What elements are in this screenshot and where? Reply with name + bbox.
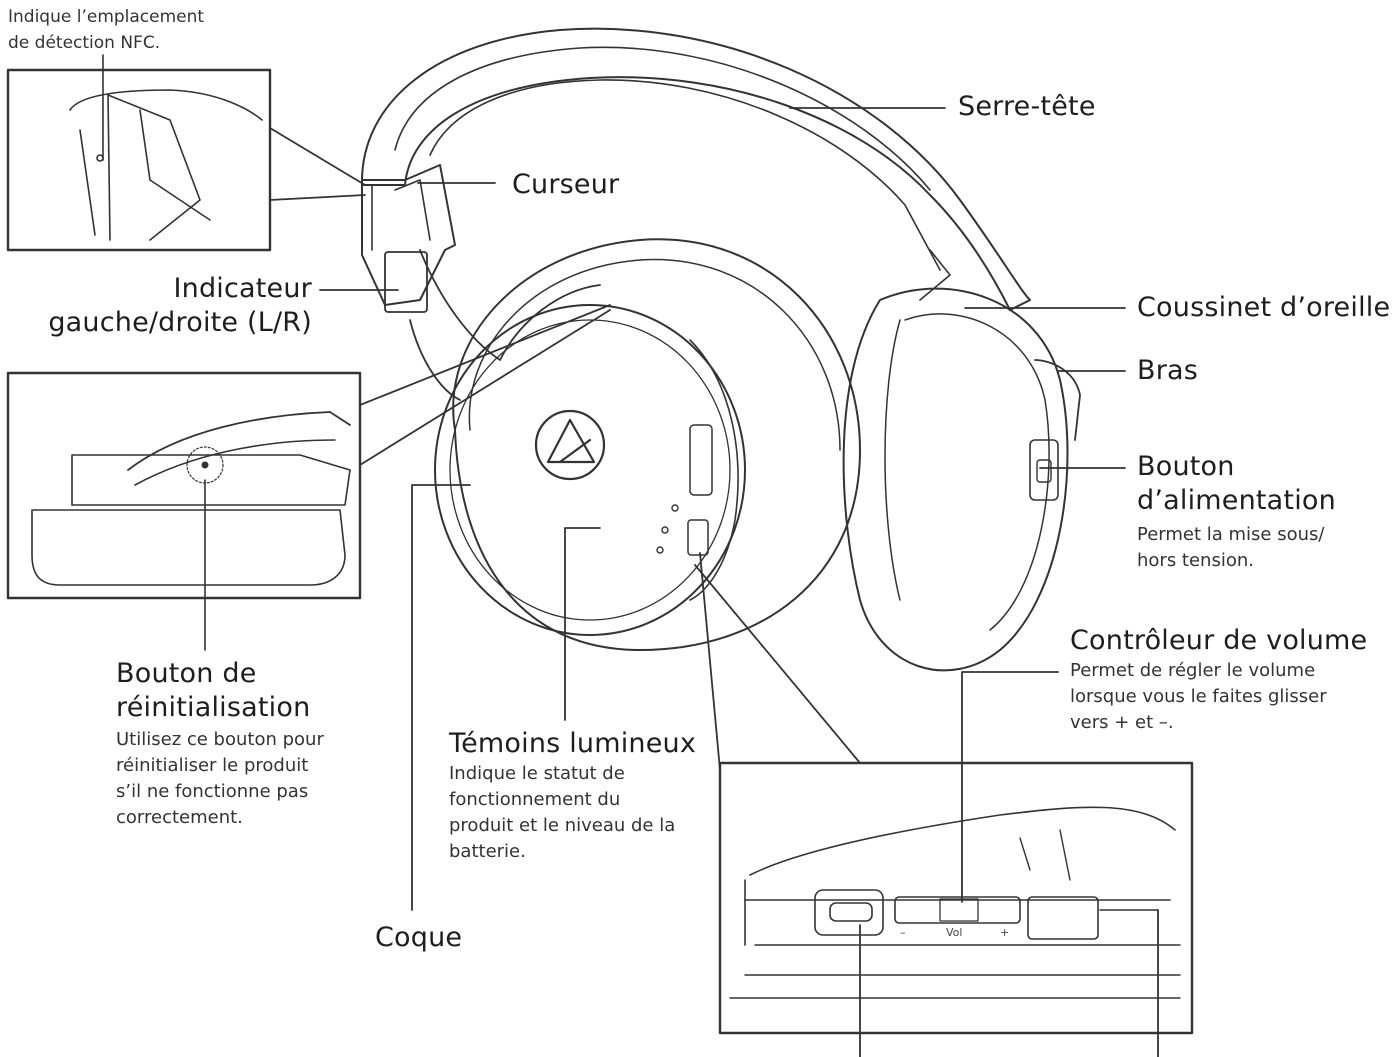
volume-control-desc2: lorsque vous le faites glisser <box>1070 686 1327 707</box>
headphone-illustration <box>360 27 1081 672</box>
nfc-inset <box>6 54 366 252</box>
volume-control-label: Contrôleur de volume Permet de régler le… <box>1070 624 1367 736</box>
lr-indicator-line1: Indicateur <box>173 273 312 304</box>
right-ear-cushion <box>842 287 1069 672</box>
reset-button-desc4: correctement. <box>116 807 243 828</box>
slider-shape <box>361 164 456 306</box>
indicator-lights-desc3: produit et le niveau de la <box>449 815 676 836</box>
housing-shape <box>434 304 746 636</box>
power-button-desc2: hors tension. <box>1137 550 1254 571</box>
reset-button-label: Bouton de réinitialisation Utilisez ce b… <box>116 657 324 831</box>
indicator-lights-desc4: batterie. <box>449 841 526 862</box>
nfc-label-line1: Indique l’emplacement <box>8 7 205 27</box>
ear-pad-label: Coussinet d’oreille <box>1137 292 1391 323</box>
logo-mark <box>534 409 606 481</box>
volume-control-desc1: Permet de régler le volume <box>1070 660 1316 681</box>
volume-control-title: Contrôleur de volume <box>1070 625 1368 656</box>
indicator-lights-label: Témoins lumineux Indique le statut de fo… <box>449 727 696 865</box>
indicator-lights-desc1: Indique le statut de <box>449 763 625 784</box>
left-cup-cushion <box>452 238 861 651</box>
leader-lines <box>319 107 1126 911</box>
volume-control-desc3: vers + et –. <box>1070 712 1174 733</box>
vol-minus-label: – <box>900 926 906 939</box>
headband-shape <box>360 27 1031 311</box>
vol-plus-label: + <box>1000 926 1009 939</box>
reset-button-desc3: s’il ne fonctionne pas <box>116 781 309 802</box>
nfc-label-line2: de détection NFC. <box>8 33 161 53</box>
reset-button-title1: Bouton de <box>116 658 257 689</box>
reset-inset <box>6 304 611 651</box>
indicator-lights-desc2: fonctionnement du <box>449 789 621 810</box>
vol-text-label: Vol <box>946 926 962 939</box>
lr-indicator-label: Indicateur gauche/droite (L/R) <box>46 272 312 340</box>
power-button-title1: Bouton <box>1137 451 1235 482</box>
power-button-title2: d’alimentation <box>1137 485 1336 516</box>
reset-button-desc1: Utilisez ce bouton pour <box>116 729 324 750</box>
housing-label: Coque <box>375 922 463 953</box>
indicator-lights-title: Témoins lumineux <box>449 728 697 759</box>
lr-indicator-line2: gauche/droite (L/R) <box>48 307 312 338</box>
arm-label: Bras <box>1137 355 1199 386</box>
slider-label: Curseur <box>512 169 620 200</box>
headband-label: Serre-tête <box>958 91 1096 122</box>
reset-button-desc2: réinitialiser le produit <box>116 755 309 776</box>
power-button-desc1: Permet la mise sous/ <box>1137 524 1325 545</box>
reset-button-title2: réinitialisation <box>116 692 311 723</box>
power-button-label: Bouton d’alimentation Permet la mise sou… <box>1137 450 1336 574</box>
volume-inset <box>694 552 1194 1057</box>
nfc-label: Indique l’emplacement de détection NFC. <box>8 4 204 56</box>
